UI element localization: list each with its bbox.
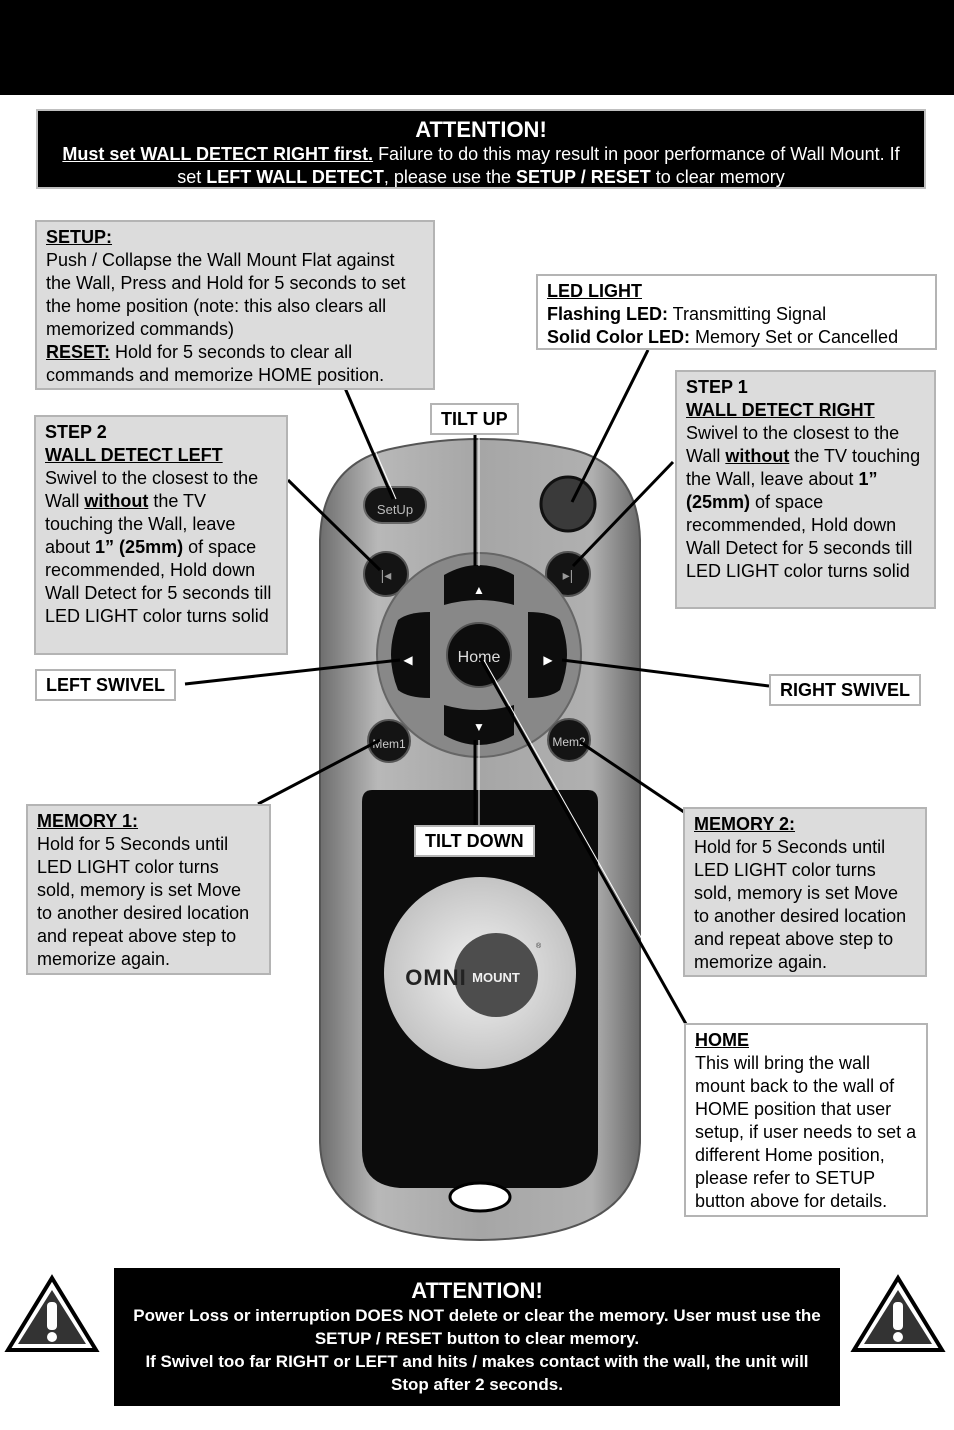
memory2-heading: MEMORY 2:: [694, 814, 796, 834]
attention-top-banner: ATTENTION! Must set WALL DETECT RIGHT fi…: [36, 109, 926, 189]
reset-heading: RESET:: [46, 342, 111, 362]
home-button-label: Home: [458, 649, 501, 666]
step1-heading: WALL DETECT RIGHT: [686, 400, 875, 420]
wall-detect-right-button: [545, 551, 591, 597]
attention-bottom-line2: If Swivel too far RIGHT or LEFT and hits…: [145, 1352, 809, 1394]
home-heading: HOME: [695, 1030, 749, 1050]
top-black-bar: [0, 0, 954, 95]
next-icon: ▸|: [563, 567, 574, 583]
attention-bottom-title: ATTENTION!: [411, 1278, 543, 1303]
home-button: [446, 622, 512, 688]
step1-text: Swivel to the closest to the Wall withou…: [686, 423, 921, 581]
setup-text: Push / Collapse the Wall Mount Flat agai…: [46, 250, 406, 339]
setup-heading: SETUP:: [46, 227, 113, 247]
arrow-up-icon: ▲: [473, 583, 485, 597]
wall-detect-left-button: [363, 551, 409, 597]
memory2-text: Hold for 5 Seconds until LED LIGHT color…: [694, 837, 907, 972]
led-callout: LED LIGHT Flashing LED: Transmitting Sig…: [536, 274, 937, 350]
step1-label: STEP 1: [686, 377, 748, 397]
reset-text: Hold for 5 seconds to clear all commands…: [46, 342, 385, 385]
memory1-callout: MEMORY 1: Hold for 5 Seconds until LED L…: [26, 804, 271, 975]
callout-lines: [184, 349, 770, 1025]
step2-text: Swivel to the closest to the Wall withou…: [45, 468, 272, 626]
led-flash-text: Transmitting Signal: [668, 304, 827, 324]
right-swivel-label: RIGHT SWIVEL: [769, 674, 921, 706]
led-solid-label: Solid Color LED:: [547, 327, 690, 347]
memory1-text: Hold for 5 Seconds until LED LIGHT color…: [37, 834, 250, 969]
registered-mark: ®: [536, 942, 542, 950]
led-heading: LED LIGHT: [547, 281, 642, 301]
tilt-down-button: [444, 705, 514, 745]
led-light: [539, 475, 597, 533]
brand-omni: OMNI: [405, 965, 466, 990]
led-solid-text: Memory Set or Cancelled: [690, 327, 899, 347]
memory2-callout: MEMORY 2: Hold for 5 Seconds until LED L…: [683, 807, 927, 977]
bottom-oval: [448, 1181, 512, 1213]
step2-callout: STEP 2 WALL DETECT LEFT Swivel to the cl…: [34, 415, 288, 655]
home-text: This will bring the wall mount back to t…: [695, 1053, 917, 1211]
brand-mount: MOUNT: [472, 970, 520, 985]
arrow-right-icon: ▶: [543, 653, 553, 667]
attention-top-title: ATTENTION!: [415, 117, 547, 142]
warning-icon-left: [4, 1274, 100, 1352]
attention-bottom-line1: Power Loss or interruption DOES NOT dele…: [133, 1306, 821, 1348]
step2-heading: WALL DETECT LEFT: [45, 445, 223, 465]
tilt-down-label: TILT DOWN: [414, 825, 535, 857]
tilt-up-label: TILT UP: [430, 403, 519, 435]
arrow-down-icon: ▼: [473, 720, 485, 734]
setup-button: [363, 486, 427, 524]
right-swivel-button: [528, 612, 567, 698]
left-swivel-button: [391, 612, 430, 698]
mem1-button: [367, 719, 411, 763]
left-swivel-label: LEFT SWIVEL: [35, 669, 176, 701]
mem1-label: Mem1: [372, 737, 406, 751]
step1-callout: STEP 1 WALL DETECT RIGHT Swivel to the c…: [675, 370, 936, 609]
mem2-label: Mem2: [552, 735, 586, 749]
step2-label: STEP 2: [45, 422, 107, 442]
arrow-left-icon: ◀: [403, 653, 413, 667]
mem2-button: [547, 718, 591, 762]
memory1-heading: MEMORY 1:: [37, 811, 139, 831]
home-callout: HOME This will bring the wall mount back…: [684, 1023, 928, 1217]
tilt-up-button: [444, 565, 514, 605]
led-flash-label: Flashing LED:: [547, 304, 668, 324]
prev-icon: |◂: [381, 567, 392, 583]
setup-callout: SETUP: Push / Collapse the Wall Mount Fl…: [35, 220, 435, 390]
warning-icon-right: [850, 1274, 946, 1352]
attention-bottom-banner: ATTENTION! Power Loss or interruption DO…: [114, 1268, 840, 1406]
setup-button-label: SetUp: [377, 502, 413, 517]
attention-top-text: Must set WALL DETECT RIGHT first. Failur…: [62, 144, 900, 187]
logo-mount-circle: [454, 933, 538, 1017]
